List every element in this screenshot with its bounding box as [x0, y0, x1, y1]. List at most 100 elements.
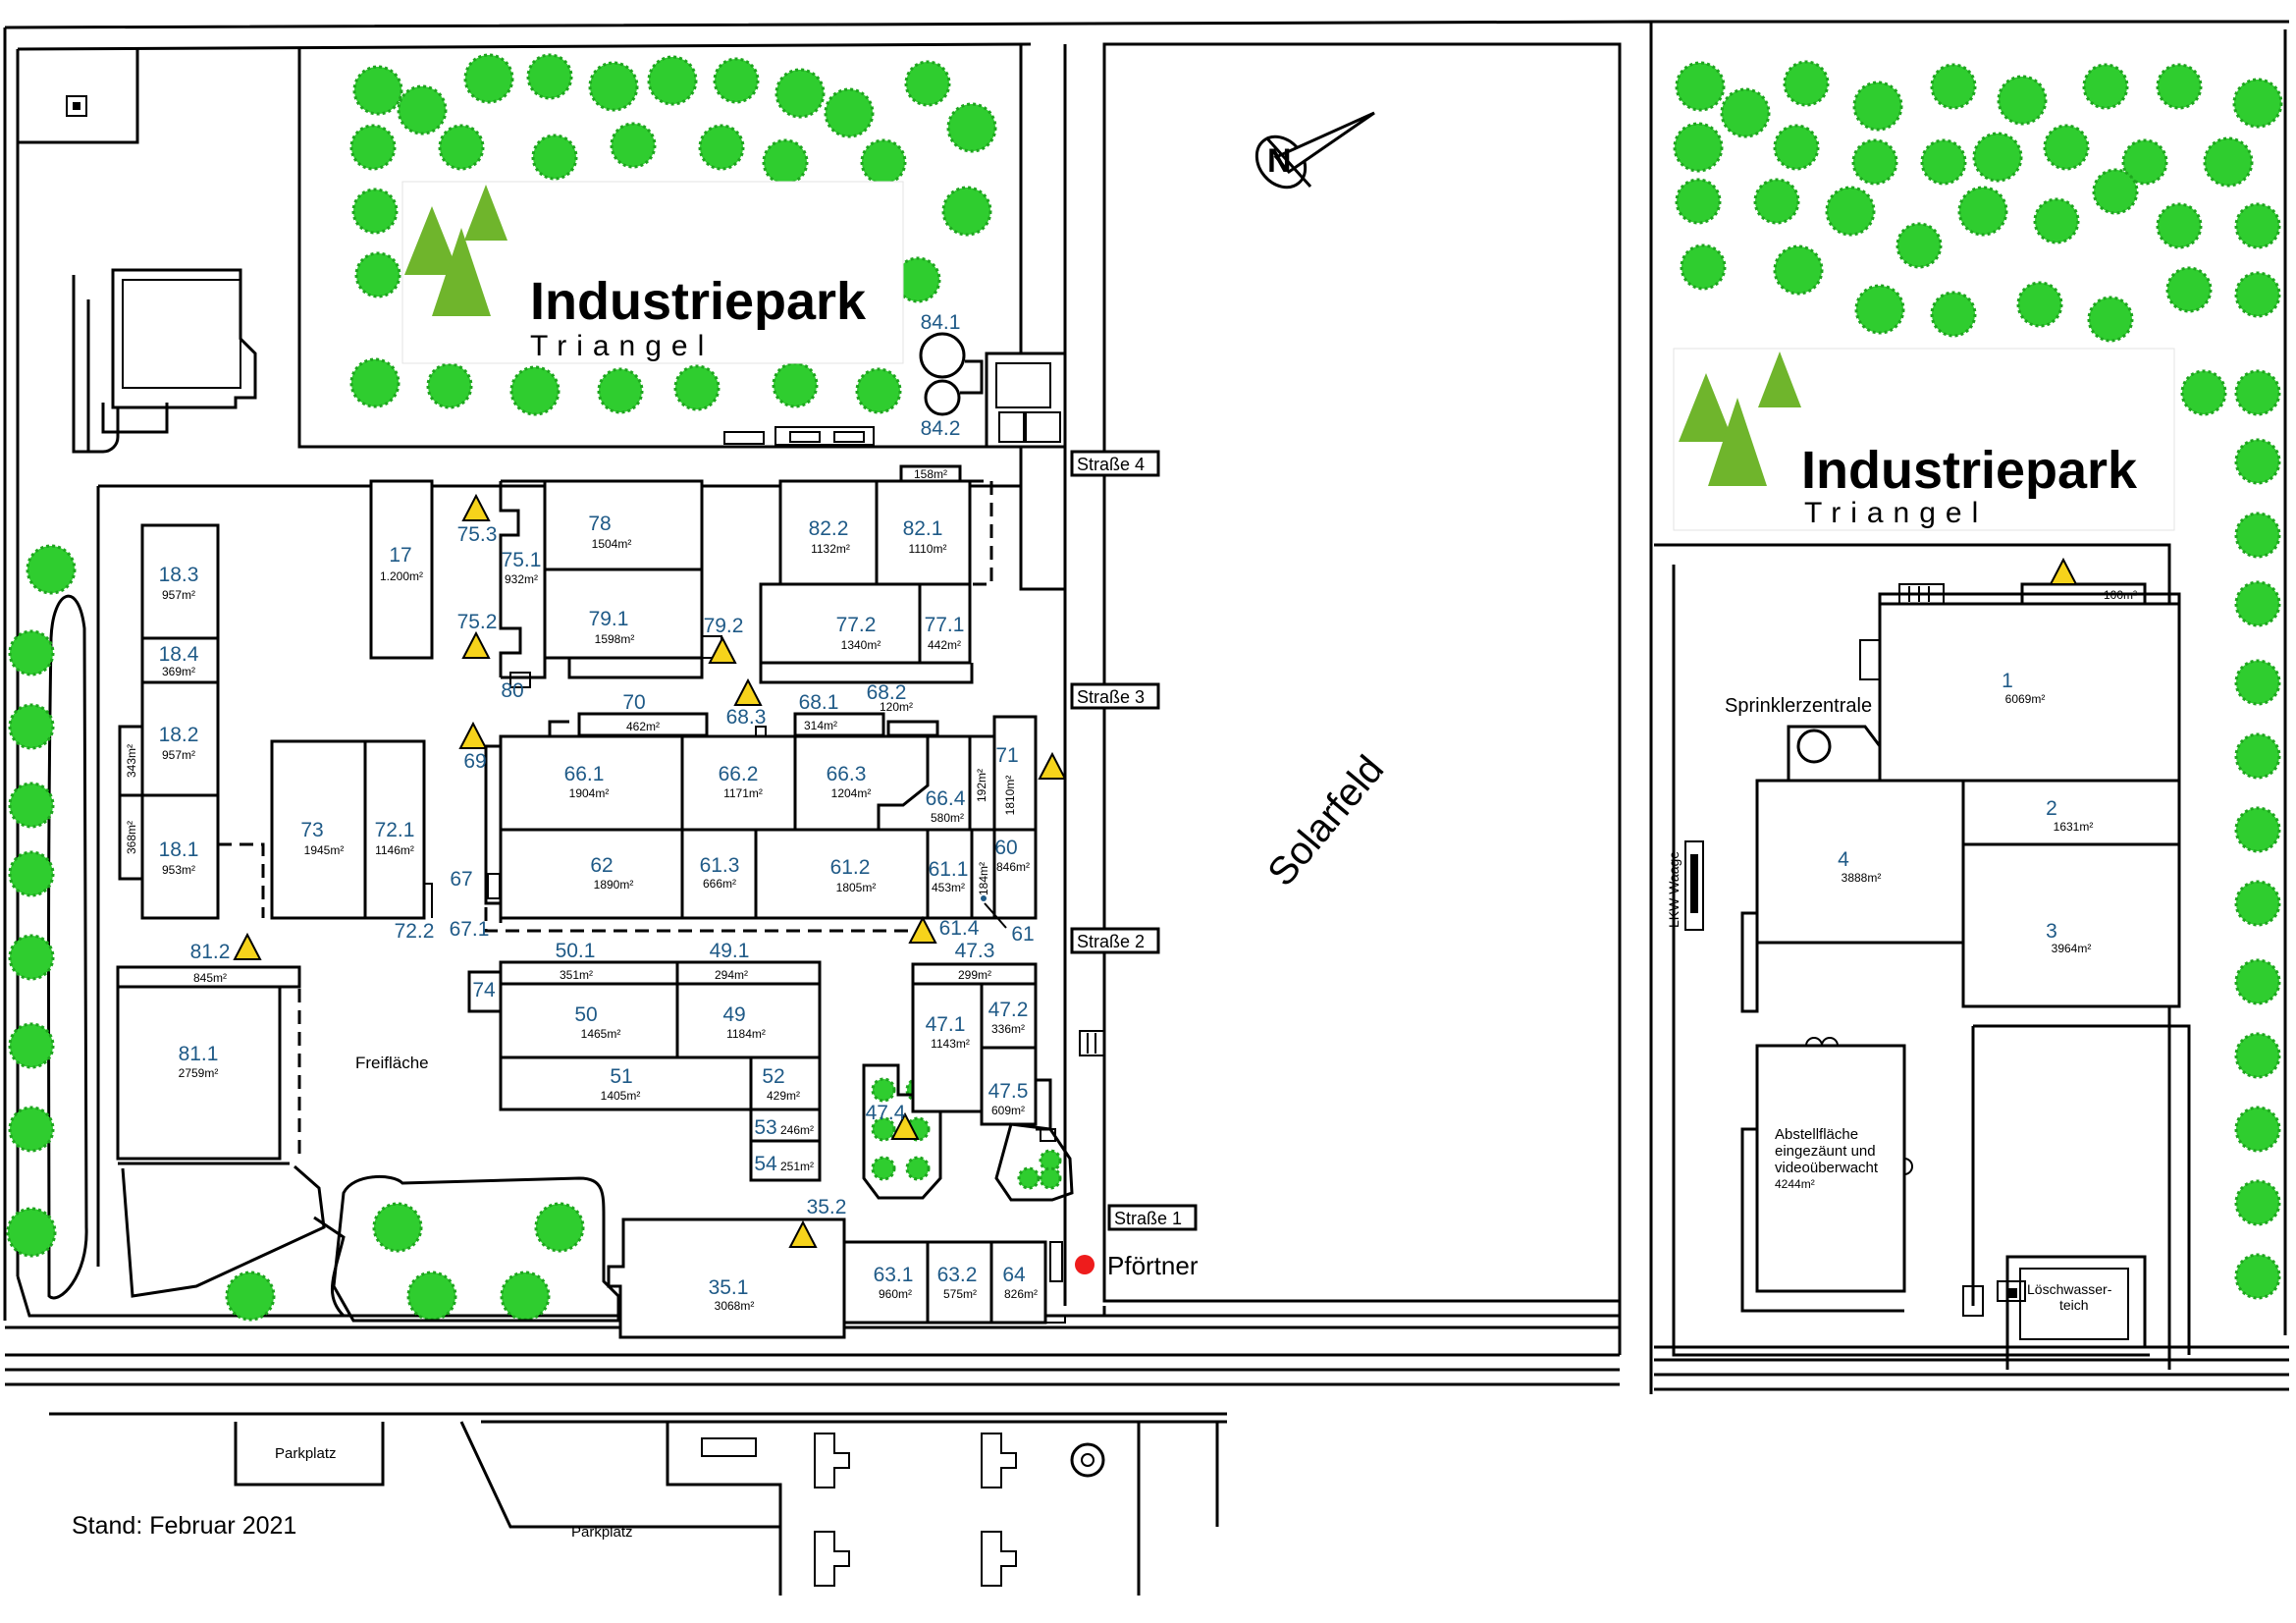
unit-area: 314m²	[804, 719, 837, 732]
unit-number: 84.1	[921, 311, 961, 334]
unit-area: 666m²	[703, 877, 736, 891]
date-stamp: Stand: Februar 2021	[72, 1512, 296, 1540]
unit-number: 72.2	[395, 920, 435, 943]
unit-area: 453m²	[932, 881, 965, 894]
unit-number: 49.1	[710, 940, 750, 962]
unit-area: 1904m²	[569, 786, 610, 800]
unit-number: 51	[610, 1065, 632, 1088]
parking-label-1: Parkplatz	[275, 1445, 337, 1462]
unit-number: 77.1	[925, 614, 965, 636]
unit-area: 957m²	[162, 588, 195, 602]
unit-number: 66.1	[564, 763, 605, 785]
unit-number: 66.3	[827, 763, 867, 785]
unit-number: 61.2	[830, 856, 871, 879]
unit-number: 70	[622, 691, 645, 714]
unit-number: 84.2	[921, 417, 961, 440]
unit-area: 1110m²	[909, 542, 947, 556]
unit-number: 81.1	[179, 1043, 219, 1065]
unit-area: 932m²	[505, 572, 538, 586]
unit-area: 3068m²	[715, 1299, 755, 1313]
zone-b-top	[499, 332, 1067, 688]
unit-number: 54	[754, 1153, 777, 1175]
unit-area: 1890m²	[594, 878, 634, 892]
gate-dot	[1075, 1255, 1095, 1274]
unit-labels: 17 1.200m² 18.1 953m² 18.2 957m² 18.3 95…	[125, 311, 2137, 1313]
unit-number: 80	[501, 679, 523, 702]
street-1-label: Straße 1	[1114, 1209, 1182, 1228]
sprinkler-label: Sprinklerzentrale	[1725, 695, 1872, 717]
unit-number: 47.2	[988, 999, 1029, 1021]
svg-text:N: N	[1267, 142, 1292, 180]
pond-line2: teich	[2059, 1297, 2089, 1313]
street-labels: Straße 4 Straße 3 Straße 2 Straße 1	[1070, 450, 1198, 1231]
unit-area: 1.200m²	[380, 569, 423, 583]
unit-number: 75.1	[502, 549, 542, 571]
unit-area: 294m²	[715, 968, 748, 982]
unit-area: 368m²	[125, 821, 138, 854]
street-3-label: Straße 3	[1077, 687, 1145, 707]
unit-number: 18.1	[159, 839, 199, 861]
brand-name-right: Industriepark	[1801, 441, 2138, 500]
unit-number: 61	[1011, 923, 1034, 946]
zone-d	[467, 960, 1105, 1202]
unit-number: 68.2	[867, 681, 907, 704]
unit-area: 1465m²	[581, 1027, 621, 1041]
truck-scale-label: LKW Waage	[1666, 851, 1682, 928]
street-2-label: Straße 2	[1077, 932, 1145, 951]
unit-number: 35.1	[709, 1276, 749, 1299]
unit-number: 52	[762, 1065, 784, 1088]
unit-number: 62	[590, 854, 613, 877]
storage-line3: videoüberwacht	[1775, 1160, 1879, 1176]
unit-number: 61.4	[939, 917, 980, 940]
unit-area: 1146m²	[375, 843, 414, 857]
storage-area: 4244m²	[1775, 1177, 1815, 1191]
unit-area: 3888m²	[1842, 871, 1882, 885]
unit-number: 68.1	[799, 691, 839, 714]
unit-area: 960m²	[879, 1287, 912, 1301]
unit-number: 77.2	[836, 614, 877, 636]
unit-number: 47.5	[988, 1080, 1029, 1103]
unit-area: 442m²	[928, 638, 961, 652]
unit-area: 826m²	[1004, 1287, 1038, 1301]
unit-number: 69	[463, 750, 486, 773]
unit-number: 67.1	[450, 918, 490, 941]
unit-number: 18.3	[159, 564, 199, 586]
unit-number: 17	[389, 544, 411, 567]
unit-area: 6069m²	[2005, 692, 2046, 706]
unit-number: 50	[574, 1003, 597, 1026]
parking-area	[234, 1421, 1219, 1596]
zone-e-bottom	[607, 1217, 1066, 1339]
unit-area: 369m²	[162, 665, 195, 678]
unit-area: 429m²	[767, 1089, 800, 1103]
unit-area: 1171m²	[723, 786, 763, 800]
top-left-structures	[66, 95, 257, 454]
unit-number: 73	[300, 819, 323, 841]
unit-area: 462m²	[626, 720, 660, 733]
unit-number: 82.2	[809, 517, 849, 540]
unit-number: 75.2	[457, 611, 498, 633]
unit-number: 72.1	[375, 819, 415, 841]
unit-number: 53	[754, 1116, 776, 1139]
open-area-label: Freifläche	[355, 1054, 429, 1072]
unit-area: 343m²	[125, 744, 138, 778]
unit-area: 100m²	[2104, 588, 2137, 602]
unit-number: 74	[472, 979, 496, 1001]
unit-area: 120m²	[880, 700, 913, 714]
unit-area: 1340m²	[841, 638, 881, 652]
brand-sub-right: Triangel	[1804, 497, 1988, 529]
unit-area: 846m²	[996, 860, 1030, 874]
unit-number: 50.1	[556, 940, 596, 962]
brand-sub-left: Triangel	[530, 330, 714, 362]
unit-area: 580m²	[931, 811, 964, 825]
logo-right: Industriepark Triangel	[1679, 352, 2138, 529]
unit-area: 1184m²	[726, 1027, 766, 1041]
unit-area: 1143m²	[931, 1037, 970, 1051]
unit-area: 1405m²	[601, 1089, 641, 1103]
parking-label-2: Parkplatz	[571, 1524, 633, 1541]
warning-icons	[233, 493, 2078, 1248]
unit-area: 3964m²	[2052, 942, 2092, 955]
unit-area: 953m²	[162, 863, 195, 877]
brand-name-left: Industriepark	[530, 272, 867, 331]
unit-area: 158m²	[914, 467, 947, 481]
